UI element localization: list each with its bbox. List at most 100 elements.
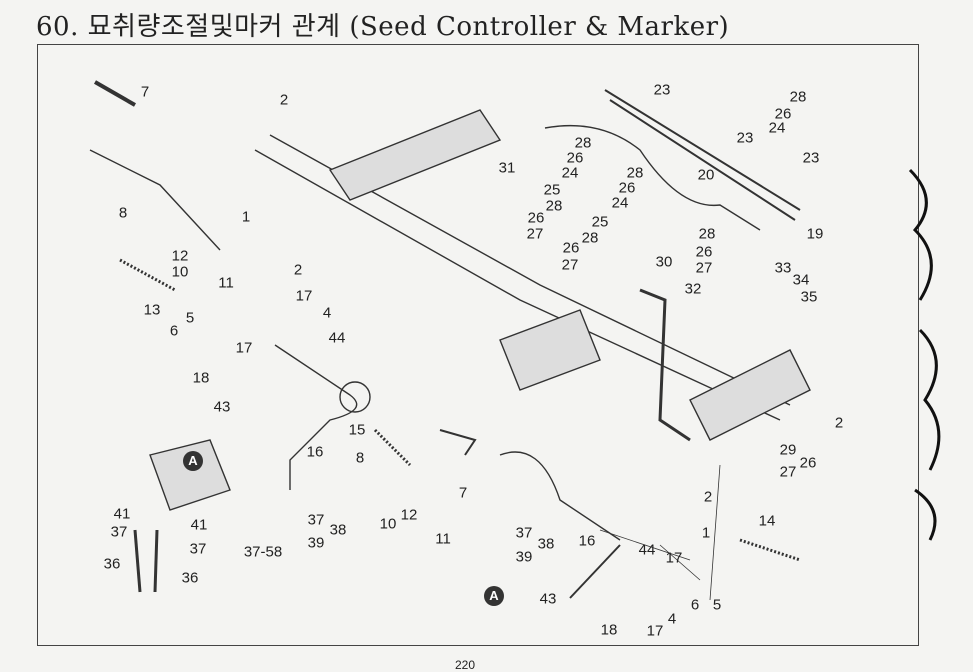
part-label: 4: [667, 610, 677, 628]
part-label: 12: [400, 506, 418, 524]
part-label: 43: [539, 590, 557, 608]
axle-housing-right: [689, 349, 811, 441]
part-label: 37: [110, 523, 128, 541]
part-label: 44: [638, 541, 656, 559]
part-label: 18: [600, 621, 618, 639]
part-label: 35: [800, 288, 818, 306]
part-label: 32: [684, 280, 702, 298]
part-label: 1: [241, 208, 251, 226]
seed-controller-body: [149, 439, 231, 511]
part-label: 28: [574, 134, 592, 152]
leader-lines: [599, 464, 721, 601]
part-label: 2: [834, 414, 844, 432]
spring-8b: [373, 428, 412, 467]
spring-13: [119, 258, 176, 292]
part-label: 33: [774, 259, 792, 277]
part-label: 37: [307, 511, 325, 529]
part-label: 39: [307, 534, 325, 552]
rod-pin-43: [569, 544, 621, 599]
part-label: 2: [279, 91, 289, 109]
cable-loop-15: [339, 381, 371, 413]
part-label: 11: [435, 530, 451, 548]
part-label: 41: [190, 516, 208, 534]
part-label: 17: [295, 287, 313, 305]
part-label: 17: [665, 549, 683, 567]
part-label: 41: [113, 505, 131, 523]
part-label: 28: [581, 229, 599, 247]
part-label: 26: [566, 149, 584, 167]
part-label: 36: [103, 555, 121, 573]
marker-arm: [544, 124, 761, 231]
part-label: 20: [697, 166, 715, 184]
part-label: 26: [562, 239, 580, 257]
part-label: 8: [118, 204, 128, 222]
part-label: 13: [143, 301, 161, 319]
part-label: 26: [527, 209, 545, 227]
part-label: 27: [561, 256, 579, 274]
part-label: 26: [774, 105, 792, 123]
part-label: 37: [189, 540, 207, 558]
part-label: 5: [185, 309, 195, 327]
part-label: 23: [802, 149, 820, 167]
part-label: 25: [591, 213, 609, 231]
bolt-36b: [153, 529, 159, 593]
part-label: 7: [140, 83, 150, 101]
part-label: 11: [218, 274, 234, 292]
axle-housing-lower: [499, 309, 601, 391]
reference-marker-a: A: [183, 451, 203, 471]
part-label: 2: [703, 488, 713, 506]
part-label: 28: [698, 225, 716, 243]
diagram-frame: [37, 44, 919, 646]
part-label: 28: [789, 88, 807, 106]
part-label: 37: [515, 524, 533, 542]
part-label: 26: [799, 454, 817, 472]
part-label: 4: [322, 304, 332, 322]
part-label: 38: [329, 521, 347, 539]
part-label: 5: [712, 596, 722, 614]
lever-7b: [439, 429, 477, 456]
part-label: 24: [561, 164, 579, 182]
part-label: 28: [545, 197, 563, 215]
part-label: 44: [328, 329, 346, 347]
part-label: 17: [646, 622, 664, 640]
part-label: 16: [306, 443, 324, 461]
part-label: 36: [181, 569, 199, 587]
axle-housing-upper: [328, 109, 502, 201]
part-label: 14: [758, 512, 776, 530]
part-label: 24: [611, 194, 629, 212]
part-label: 27: [695, 259, 713, 277]
part-label: 17: [235, 339, 253, 357]
part-label: 16: [578, 532, 596, 550]
part-label: 25: [543, 181, 561, 199]
part-label: 12: [171, 247, 189, 265]
part-label: 6: [690, 596, 700, 614]
part-label: 38: [537, 535, 555, 553]
lever-rod: [89, 149, 221, 251]
cable-16b: [499, 451, 621, 541]
part-label: 27: [779, 463, 797, 481]
part-label: 7: [458, 484, 468, 502]
marker-rod: [604, 89, 801, 221]
part-label: 30: [655, 253, 673, 271]
part-label: 26: [618, 179, 636, 197]
part-label: 19: [806, 225, 824, 243]
bolt-36a: [133, 529, 142, 593]
handwriting-marks: [908, 168, 941, 541]
part-label: 10: [379, 515, 397, 533]
part-label: 37-58: [243, 543, 283, 561]
part-label: 15: [348, 421, 366, 439]
spring-14: [739, 538, 801, 562]
part-label: 39: [515, 548, 533, 566]
lever-7: [94, 80, 136, 107]
part-label: 34: [792, 271, 810, 289]
part-label: 23: [653, 81, 671, 99]
part-label: 27: [526, 225, 544, 243]
marker-pipe: [639, 288, 691, 442]
page-title: 60. 묘취량조절및마커 관계 (Seed Controller & Marke…: [36, 12, 730, 42]
part-label: 2: [293, 261, 303, 279]
cable-16: [274, 344, 358, 490]
part-label: 26: [695, 243, 713, 261]
part-label: 18: [192, 369, 210, 387]
part-label: 6: [169, 322, 179, 340]
